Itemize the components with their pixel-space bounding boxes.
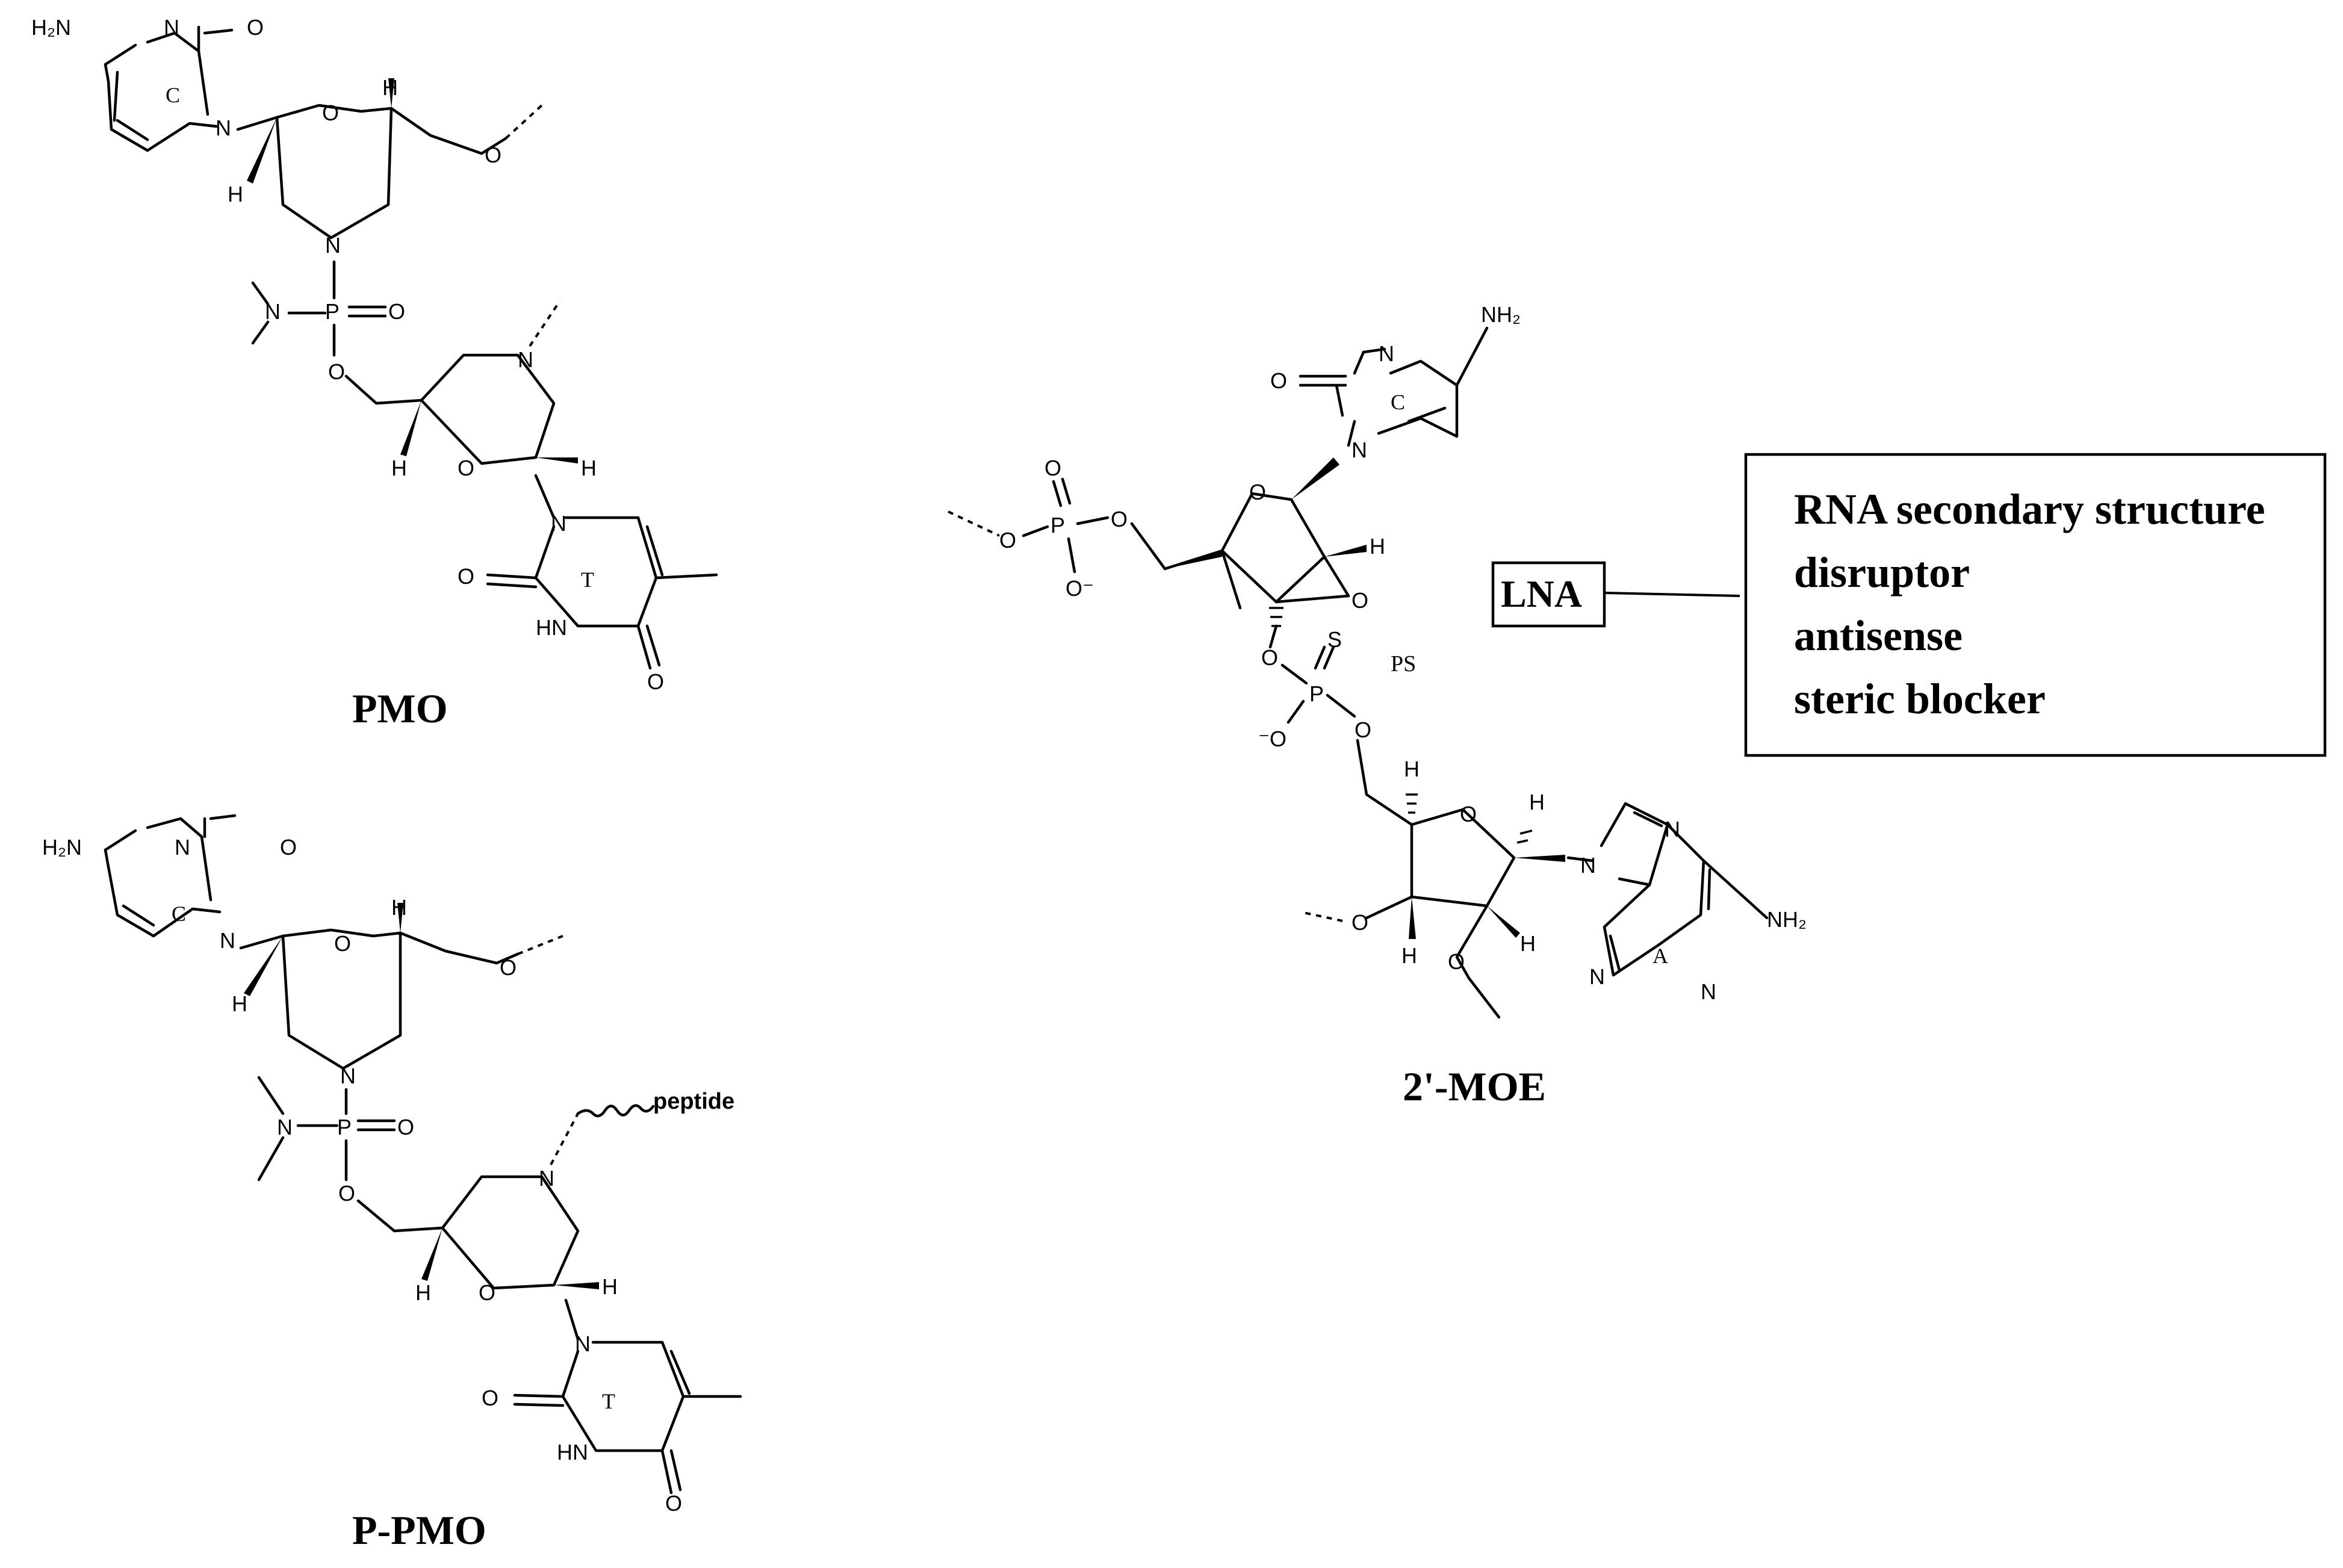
- pmo-thy-hn-label: HN: [536, 615, 567, 640]
- ppmo-thy-o4-label: O: [665, 1491, 682, 1516]
- moe-ps-label: PS: [1391, 651, 1416, 677]
- moe-sugar-h2-label: H: [1520, 931, 1536, 956]
- moe-title: 2'-MOE: [1403, 1064, 1546, 1109]
- pmo-p-label: P: [325, 299, 340, 324]
- ppmo-amine-label: H₂N: [42, 835, 82, 860]
- moe-term-o-label: O: [999, 528, 1016, 553]
- pmo-ring-n-label: N: [325, 233, 341, 258]
- ppmo-structure: H₂N N O N C O H H O N P O N O N: [42, 814, 742, 1516]
- moe-sugar-hash-bonds: [1406, 793, 1533, 844]
- pmo-base-t-label: T: [581, 568, 594, 592]
- moe-sugar-h4-label: H: [1404, 757, 1420, 781]
- functions-box: RNA secondary structure disruptor antise…: [1744, 453, 2327, 757]
- ppmo-o2-label: O: [280, 835, 297, 860]
- moe-cyt-o2-label: O: [1270, 368, 1287, 393]
- moe-cyt-nh2-label: NH₂: [1481, 302, 1521, 327]
- moe-lna-h-label: H: [1370, 534, 1385, 559]
- moe-lna-bridge-o-label: O: [1351, 588, 1368, 613]
- pmo-n1-label: N: [216, 116, 231, 140]
- moe-term-ominus-label: O⁻: [1066, 576, 1094, 601]
- ppmo-n1-label: N: [220, 928, 235, 953]
- ppmo-ring2-n-label: N: [539, 1166, 554, 1191]
- ppmo-o-link-label: O: [500, 955, 517, 980]
- pmo-h4-label: H: [581, 456, 597, 480]
- moe-sugar-o2-label: O: [1448, 949, 1465, 974]
- moe-structure: O P O O O⁻ O O H N O N NH₂: [948, 302, 1807, 1019]
- lna-label-box: LNA: [1491, 561, 1606, 628]
- moe-ade-nh2-label: NH₂: [1767, 907, 1807, 932]
- moe-sugar-h1-label: H: [1529, 790, 1545, 814]
- pmo-title: PMO: [352, 686, 448, 731]
- ppmo-p-o2-label: O: [338, 1181, 355, 1206]
- moe-ps-o5-label: O: [1355, 717, 1371, 742]
- pmo-ring2-n-label: N: [518, 347, 533, 372]
- ppmo-nme2-label: N: [277, 1115, 293, 1139]
- ppmo-ring2-o-label: O: [479, 1280, 495, 1305]
- moe-ade-n7-label: N: [1665, 817, 1680, 841]
- pmo-base-c-label: C: [166, 83, 180, 107]
- ppmo-base-c-label: C: [172, 902, 186, 926]
- moe-sugar-o3-label: O: [1351, 910, 1368, 935]
- moe-cyt-n1-label: N: [1351, 438, 1367, 462]
- moe-sugar-h3-label: H: [1401, 943, 1417, 968]
- ppmo-n3-label: N: [175, 835, 190, 860]
- ppmo-p-label: P: [337, 1115, 352, 1139]
- ppmo-peptide-label: peptide: [653, 1089, 734, 1114]
- moe-base-a-label: A: [1653, 944, 1668, 968]
- function-line-1: RNA secondary structure: [1794, 485, 2265, 533]
- ppmo-h2-label: H: [391, 895, 407, 920]
- pmo-n3-label: N: [164, 15, 179, 40]
- moe-ade-n9-label: N: [1580, 853, 1596, 878]
- ppmo-h4-label: H: [602, 1274, 618, 1299]
- moe-sugar-o4-label: O: [1460, 802, 1477, 826]
- ppmo-ring-n-label: N: [340, 1064, 356, 1088]
- pmo-o-link-label: O: [485, 143, 501, 167]
- pmo-thy-o2-label: O: [458, 564, 474, 589]
- moe-term-p-label: P: [1050, 513, 1065, 538]
- ppmo-thy-hn-label: HN: [557, 1440, 588, 1464]
- moe-ade-n1-label: N: [1701, 979, 1716, 1004]
- function-line-2: disruptor: [1794, 548, 1970, 597]
- ppmo-title: P-PMO: [352, 1507, 486, 1553]
- pmo-o2-label: O: [247, 15, 264, 40]
- moe-term-o5-label: O: [1111, 507, 1128, 531]
- pmo-thy-n1-label: N: [551, 511, 566, 536]
- function-line-4: steric blocker: [1794, 675, 2046, 723]
- moe-lna-o4-label: O: [1249, 480, 1266, 504]
- function-line-3: antisense: [1794, 612, 1963, 660]
- pmo-nme2-label: N: [265, 299, 281, 324]
- moe-ps-o3-label: O: [1261, 645, 1278, 670]
- ppmo-p-o-label: O: [397, 1115, 414, 1139]
- ppmo-thy-n1-label: N: [575, 1331, 591, 1356]
- moe-base-c-label: C: [1391, 390, 1405, 414]
- pmo-structure: H₂N N O N C O H H O N P O N O N O: [31, 15, 718, 694]
- moe-lna-hash-bonds: [1269, 607, 1283, 627]
- ppmo-h1-label: H: [232, 991, 247, 1016]
- pmo-ring-o-label: O: [322, 101, 339, 125]
- pmo-thy-o4-label: O: [647, 669, 664, 694]
- ppmo-h3-label: H: [415, 1280, 431, 1305]
- pmo-p-o-label: O: [388, 299, 405, 324]
- moe-ade-n3-label: N: [1589, 964, 1605, 989]
- pmo-ring2-o-label: O: [458, 456, 474, 480]
- pmo-h3-label: H: [391, 456, 407, 480]
- lna-connector-line: [1604, 592, 1740, 597]
- pmo-h2-label: H: [382, 75, 398, 100]
- ppmo-thy-o2-label: O: [482, 1386, 498, 1410]
- moe-term-p-o-label: O: [1044, 456, 1061, 480]
- moe-ps-p-label: P: [1309, 681, 1324, 706]
- pmo-amine-label: H₂N: [31, 15, 71, 40]
- pmo-h1-label: H: [228, 182, 243, 206]
- ppmo-ring-o-label: O: [334, 931, 351, 956]
- ppmo-base-t-label: T: [602, 1389, 615, 1413]
- moe-ps-s-label: S: [1327, 627, 1342, 652]
- pmo-p-o2-label: O: [328, 359, 345, 384]
- moe-ps-ominus-label: ⁻O: [1258, 727, 1286, 751]
- lna-label: LNA: [1501, 572, 1582, 615]
- moe-cyt-n3-label: N: [1379, 341, 1394, 366]
